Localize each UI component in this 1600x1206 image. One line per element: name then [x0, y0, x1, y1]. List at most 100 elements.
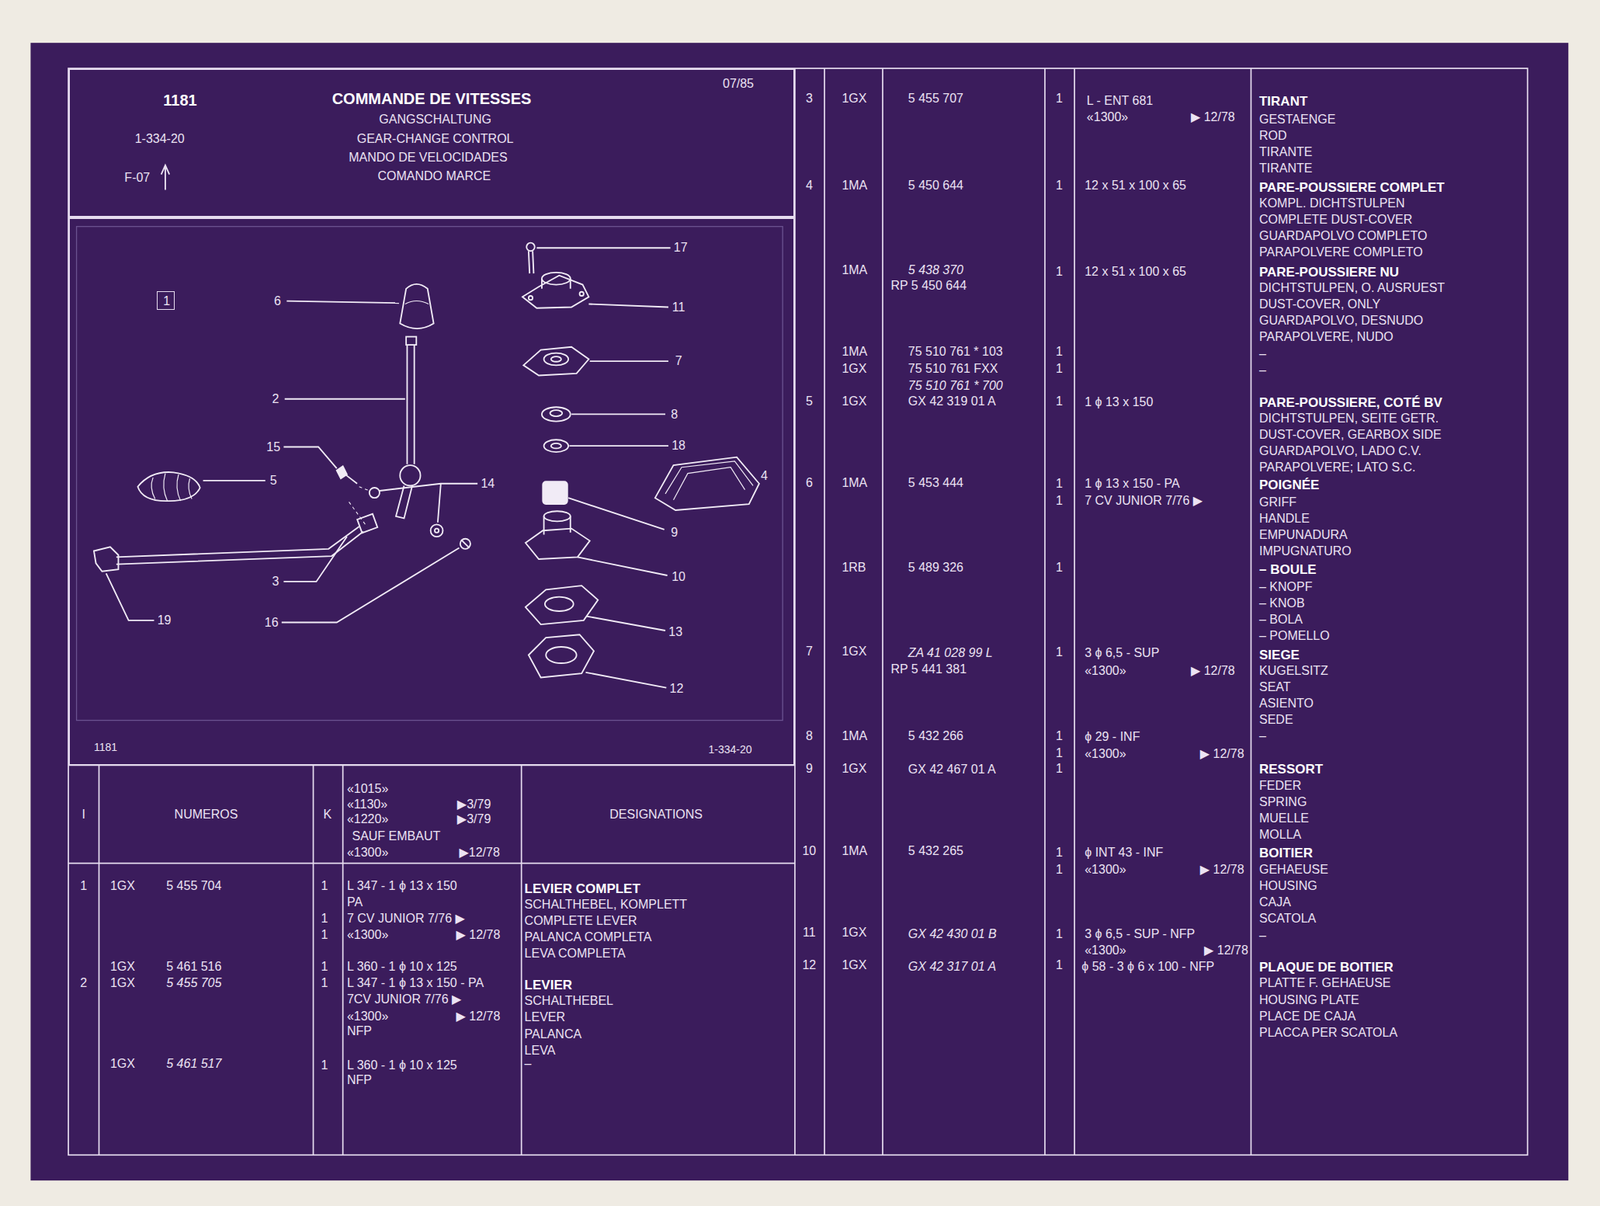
table-cell: «1130» — [347, 798, 388, 811]
table-cell: 1GX — [841, 92, 867, 105]
table-cell: 7 CV JUNIOR 7/76 ▶ — [1084, 494, 1203, 507]
table-cell: 5 461 517 — [166, 1057, 222, 1070]
table-cell: ▶12/78 — [458, 846, 500, 859]
table-cell: ROD — [1259, 129, 1288, 143]
table-cell: 7 CV JUNIOR 7/76 ▶ — [347, 912, 466, 925]
table-cell: 9 — [805, 762, 813, 775]
table-cell: 1 — [1055, 645, 1063, 659]
table-cell: 1 — [1055, 477, 1063, 490]
callout-number: 17 — [673, 241, 688, 254]
table-cell: PARE-POUSSIERE, COTÉ BV — [1259, 395, 1443, 409]
table-cell: TIRANTE — [1259, 162, 1312, 175]
table-cell: 1GX — [841, 645, 867, 658]
table-cell: BOITIER — [1259, 845, 1313, 859]
table-cell: – POMELLO — [1259, 629, 1330, 643]
callout-number: 7 — [675, 354, 683, 368]
table-cell: 5 — [805, 395, 813, 408]
table-cell: PARE-POUSSIERE NU — [1259, 264, 1399, 278]
table-cell: EMPUNADURA — [1259, 528, 1348, 542]
table-cell: LEVA — [524, 1044, 556, 1057]
table-cell: 5 489 326 — [908, 561, 964, 574]
table-cell: PALANCA — [524, 1027, 583, 1041]
table-cell: HOUSING — [1259, 879, 1318, 892]
table-cell: MOLLA — [1259, 828, 1302, 841]
table-cell: LEVER — [524, 1010, 566, 1024]
table-cell: L 360 - 1 ϕ 10 x 125 — [347, 960, 458, 973]
table-cell: GX 42 430 01 B — [908, 927, 997, 941]
table-cell: PARE-POUSSIERE COMPLET — [1259, 180, 1445, 194]
table-cell: 1 — [1055, 362, 1063, 375]
table-cell: ▶ 12/78 — [456, 928, 501, 941]
table-cell: «1300» — [1084, 747, 1126, 761]
callout-number: 11 — [672, 301, 686, 314]
table-cell: L - ENT 681 — [1086, 94, 1153, 108]
table-cell: GUARDAPOLVO COMPLETO — [1259, 229, 1427, 243]
table-cell: 3 ϕ 6,5 - SUP — [1084, 646, 1160, 660]
table-cell: 1 — [1055, 746, 1063, 760]
table-cell: – BOLA — [1259, 613, 1303, 626]
table-cell: CAJA — [1259, 895, 1292, 909]
table-cell: 12 x 51 x 100 x 65 — [1084, 179, 1187, 192]
table-cell: 1GX — [110, 879, 136, 892]
table-cell: PLAQUE DE BOITIER — [1259, 959, 1394, 973]
table-cell: PA — [347, 895, 363, 909]
box-text: MANDO DE VELOCIDADES — [348, 151, 507, 164]
figure-index-box: 1 — [156, 291, 176, 310]
table-cell: GESTAENGE — [1259, 113, 1336, 126]
table-cell: 11 — [802, 926, 816, 939]
table-cell: ϕ 58 - 3 ϕ 6 x 100 - NFP — [1081, 960, 1215, 973]
table-cell: COMPLETE LEVER — [524, 914, 638, 927]
table-cell: NFP — [347, 1024, 372, 1038]
table-cell: ▶3/79 — [457, 798, 491, 811]
table-cell: 1 — [1055, 958, 1063, 972]
table-cell: MUELLE — [1259, 812, 1309, 825]
table-cell: 1 — [1055, 762, 1063, 775]
table-cell: PLACE DE CAJA — [1259, 1009, 1356, 1023]
table-cell: 1MA — [841, 844, 868, 858]
table-cell: KOMPL. DICHTSTULPEN — [1259, 197, 1406, 210]
table-cell: L 347 - 1 ϕ 13 x 150 — [347, 879, 458, 892]
box-text: GEAR-CHANGE CONTROL — [357, 132, 514, 146]
callout-number: 9 — [670, 526, 678, 539]
table-cell: 1MA — [841, 345, 868, 358]
table-cell: 2 — [79, 976, 87, 990]
table-cell: PLATTE F. GEHAEUSE — [1259, 976, 1392, 990]
table-cell: IMPUGNATURO — [1259, 544, 1352, 558]
table-cell: 1 — [1055, 494, 1063, 507]
table-cell: TIRANT — [1259, 94, 1308, 108]
table-cell: 1 — [1055, 265, 1063, 278]
table-cell: – BOULE — [1259, 562, 1317, 577]
gear-lever-parts — [93, 242, 760, 688]
callout-number: 8 — [670, 408, 678, 421]
table-cell: SEAT — [1259, 680, 1292, 694]
table-cell: 5 438 370 — [908, 263, 964, 277]
page-title: COMMANDE DE VITESSES — [332, 90, 532, 107]
table-cell: 5 455 704 — [166, 879, 222, 892]
box-text: COMANDO MARCE — [377, 170, 491, 183]
table-cell: ϕ INT 43 - INF — [1084, 846, 1163, 859]
table-cell: ▶ 12/78 — [1204, 944, 1249, 957]
table-cell: COMPLETE DUST-COVER — [1259, 213, 1413, 226]
box-text: 1-334-20 — [708, 743, 752, 755]
table-cell: SCATOLA — [1259, 912, 1316, 925]
callout-number: 6 — [274, 295, 282, 308]
table-cell: 8 — [805, 729, 813, 743]
table-cell: 12 — [801, 958, 816, 972]
table-cell: 3 ϕ 6,5 - SUP - NFP — [1084, 927, 1195, 941]
table-cell: 1MA — [841, 729, 868, 743]
table-cell: I — [82, 808, 86, 821]
table-cell: 1MA — [841, 476, 868, 490]
table-cell: 1GX — [110, 960, 136, 973]
illustration-frame — [76, 226, 784, 721]
table-cell: 5 432 265 — [908, 844, 964, 858]
callout-number: 4 — [760, 469, 768, 483]
callout-number: 5 — [270, 474, 278, 487]
table-cell: LEVIER COMPLET — [524, 881, 641, 895]
table-cell: 1GX — [110, 1057, 136, 1070]
callout-number: 12 — [669, 682, 684, 695]
table-cell: 1 — [1055, 561, 1063, 574]
callout-number: 15 — [266, 440, 281, 454]
table-cell: 1 ϕ 13 x 150 — [1084, 395, 1153, 409]
table-cell: HANDLE — [1259, 512, 1310, 525]
table-cell: – — [1259, 729, 1267, 743]
